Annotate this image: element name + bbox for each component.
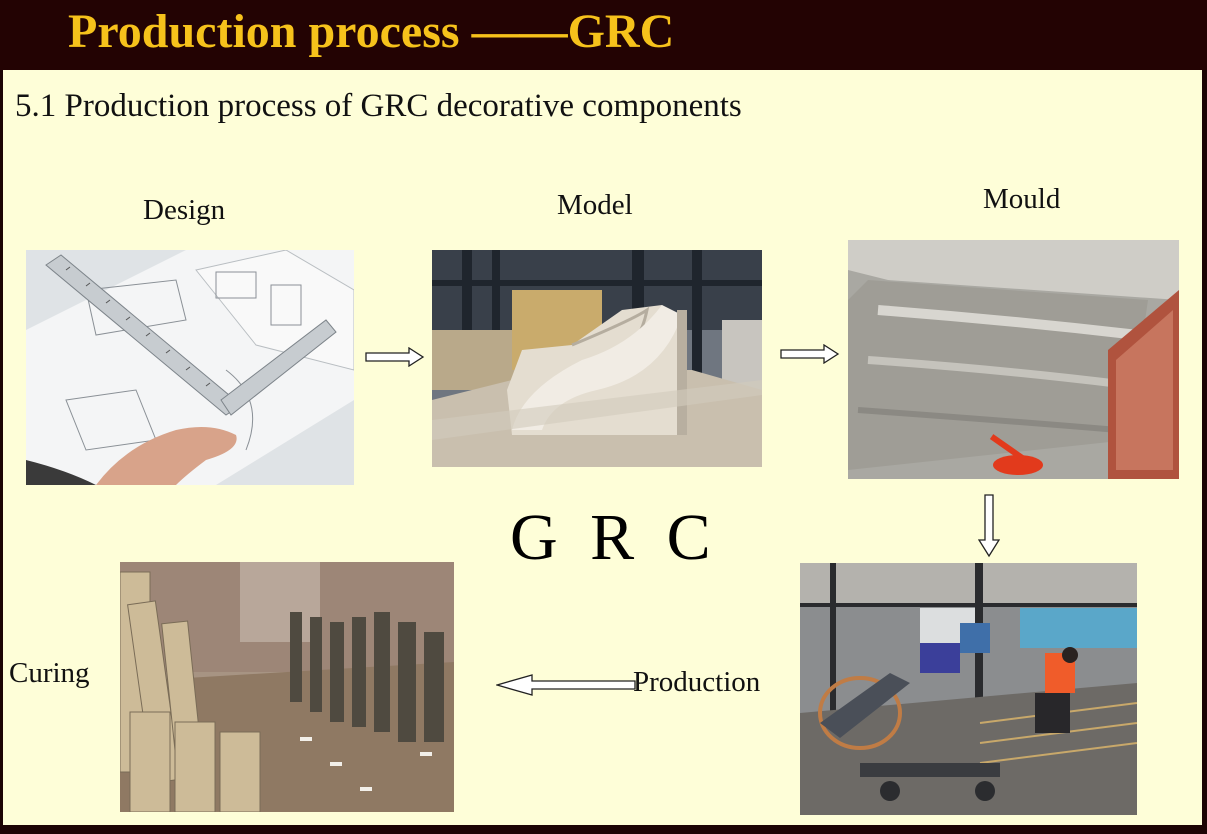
title-bar: Production process ——GRC [0,0,1207,70]
model-photo [432,250,762,467]
arrow-mould-to-production [978,494,1000,558]
curing-photo [120,562,454,812]
arrow-production-to-curing [496,674,636,696]
grc-center-label: G R C [510,500,719,576]
design-photo [26,250,354,485]
production-photo [800,563,1137,815]
step-label-mould: Mould [983,183,1060,216]
step-label-design: Design [143,194,225,227]
mould-photo [848,240,1179,479]
slide-title: Production process ——GRC [68,4,674,59]
slide-subtitle: 5.1 Production process of GRC decorative… [15,88,742,125]
step-label-model: Model [557,189,633,222]
step-label-curing: Curing [9,657,90,690]
step-label-production: Production [633,666,760,699]
arrow-design-to-model [365,347,425,367]
arrow-model-to-mould [780,344,840,364]
